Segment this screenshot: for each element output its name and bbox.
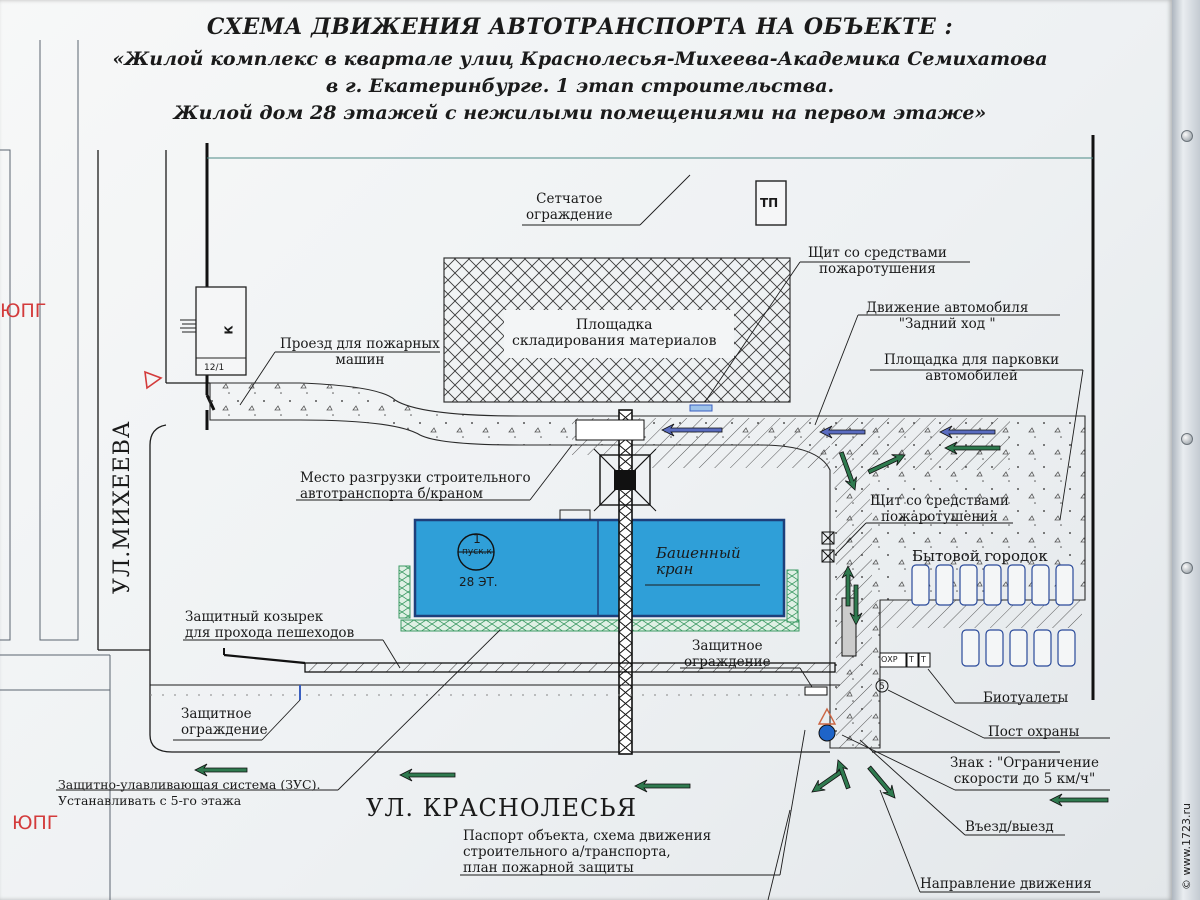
screw-icon	[1181, 130, 1193, 142]
hydrant-mark-top: ЮПГ	[0, 300, 47, 322]
toilet-box	[918, 652, 931, 668]
direction-arrow-icon	[849, 584, 863, 626]
speed-sign-icon	[818, 724, 836, 742]
entry-exit-label: Въезд/выезд	[965, 819, 1054, 835]
warning-sign-icon	[817, 707, 837, 725]
residential-building	[413, 518, 786, 618]
zus-label: Защитно-улавливающая система (ЗУС).Устан…	[58, 777, 321, 808]
circle-marker	[875, 679, 889, 693]
direction-label: Направление движения	[920, 876, 1092, 892]
camp-label: Бытовой городок	[912, 547, 1048, 565]
protective-fence	[150, 684, 840, 700]
ohr-label: ОХР	[881, 655, 898, 664]
ohr-box	[879, 652, 907, 668]
storage-label-bg	[504, 310, 734, 358]
title-line-1: СХЕМА ДВИЖЕНИЯ АВТОТРАНСПОРТА НА ОБЪЕКТЕ…	[206, 14, 954, 40]
watermark: © www.1723.ru	[1180, 803, 1193, 890]
site-map	[0, 40, 1110, 900]
house-number: 12/1	[204, 363, 225, 373]
direction-arrow-icon	[838, 451, 857, 491]
gate-box	[804, 686, 828, 696]
plan-title: СХЕМА ДВИЖЕНИЯ АВТОТРАНСПОРТА НА ОБЪЕКТЕ…	[100, 14, 1060, 127]
neighbor-blocks	[0, 40, 111, 900]
direction-arrow-icon	[1049, 793, 1109, 807]
screw-icon	[1181, 433, 1193, 445]
street-miheeva: УЛ.МИХЕЕВА	[110, 420, 135, 594]
direction-arrow-icon	[194, 763, 248, 777]
roads	[97, 150, 1060, 753]
parking-spaces-top	[911, 564, 1074, 606]
building-floors: 28 ЭТ.	[459, 575, 498, 589]
fire-board-marker	[689, 404, 713, 412]
direction-arrow-icon	[634, 779, 691, 793]
building-fence-bottom	[400, 619, 800, 632]
title-line-3: в г. Екатеринбурге. 1 этап строительства…	[325, 75, 835, 97]
direction-arrow-icon	[944, 441, 1001, 455]
toilets-label: Биотуалеты	[983, 690, 1069, 706]
reverse-movement-label: Движение автомобиля"Задний ход "	[866, 300, 1029, 332]
direction-arrow-icon	[836, 759, 851, 790]
traffic-arrows	[194, 423, 1109, 807]
leader-lines	[56, 174, 1110, 900]
street-krasnolesya: УЛ. КРАСНОЛЕСЬЯ	[366, 794, 637, 822]
building-fence-left	[398, 565, 411, 619]
gatehouse	[195, 286, 247, 376]
direction-arrow-icon	[867, 454, 906, 475]
fire-board-icon	[821, 531, 835, 563]
parking-spaces-bottom	[961, 629, 1076, 667]
direction-arrow-icon	[867, 765, 896, 799]
unloading-crane-stub	[575, 419, 645, 441]
reverse-arrow-icon	[819, 425, 866, 439]
toilet-box	[906, 652, 919, 668]
board-frame	[1172, 0, 1200, 900]
gatehouse-letter: К	[222, 325, 236, 335]
tp-label: ТП	[760, 196, 779, 210]
hydrant-mark-bottom: ЮПГ	[12, 812, 59, 834]
circle-marker-number: 5	[879, 682, 885, 692]
title-line-2: «Жилой комплекс в квартале улиц Красноле…	[112, 48, 1048, 70]
reverse-arrow-icon	[661, 423, 723, 437]
pedestrian-canopy	[304, 662, 836, 673]
toilet-label: Т	[909, 655, 914, 664]
red-triangle-icon	[144, 370, 163, 390]
direction-arrow-icon	[399, 768, 456, 782]
transformer-box	[755, 180, 787, 226]
guard-post-label: Пост охраны	[988, 724, 1080, 740]
screw-icon	[1181, 562, 1193, 574]
title-line-4: Жилой дом 28 этажей с нежилыми помещения…	[173, 102, 987, 124]
direction-arrow-icon	[841, 565, 855, 607]
stairs-icon	[180, 319, 196, 333]
reverse-arrow-icon	[939, 425, 996, 439]
toilet-label: Т	[921, 655, 926, 664]
building-fence-right	[786, 569, 799, 623]
